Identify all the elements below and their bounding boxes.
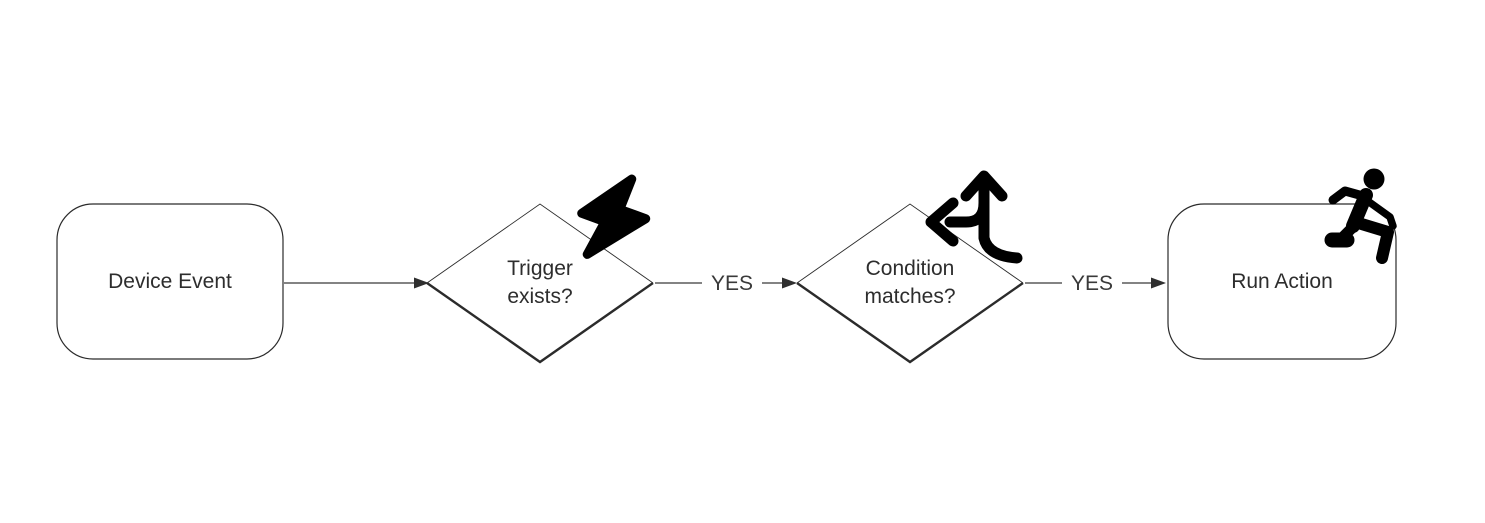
edge-trigger-to-condition — [655, 277, 797, 289]
edge-device-event-to-trigger — [284, 277, 429, 289]
node-trigger-exists-label: Trigger exists? — [507, 257, 573, 308]
lightning-bolt-icon — [577, 174, 651, 259]
edge-label-yes-2: YES — [1062, 268, 1122, 299]
running-person-icon — [1324, 168, 1397, 264]
node-condition-matches-label: Condition matches? — [864, 257, 956, 308]
edge-condition-to-run-action — [1025, 277, 1166, 289]
edge-label-yes-1: YES — [702, 268, 762, 299]
split-directions-icon — [925, 170, 1023, 264]
node-device-event-label: Device Event — [108, 269, 232, 293]
node-device-event-shape — [56, 203, 284, 360]
node-condition-matches-shape — [796, 203, 1024, 364]
node-run-action-label: Run Action — [1231, 269, 1333, 293]
